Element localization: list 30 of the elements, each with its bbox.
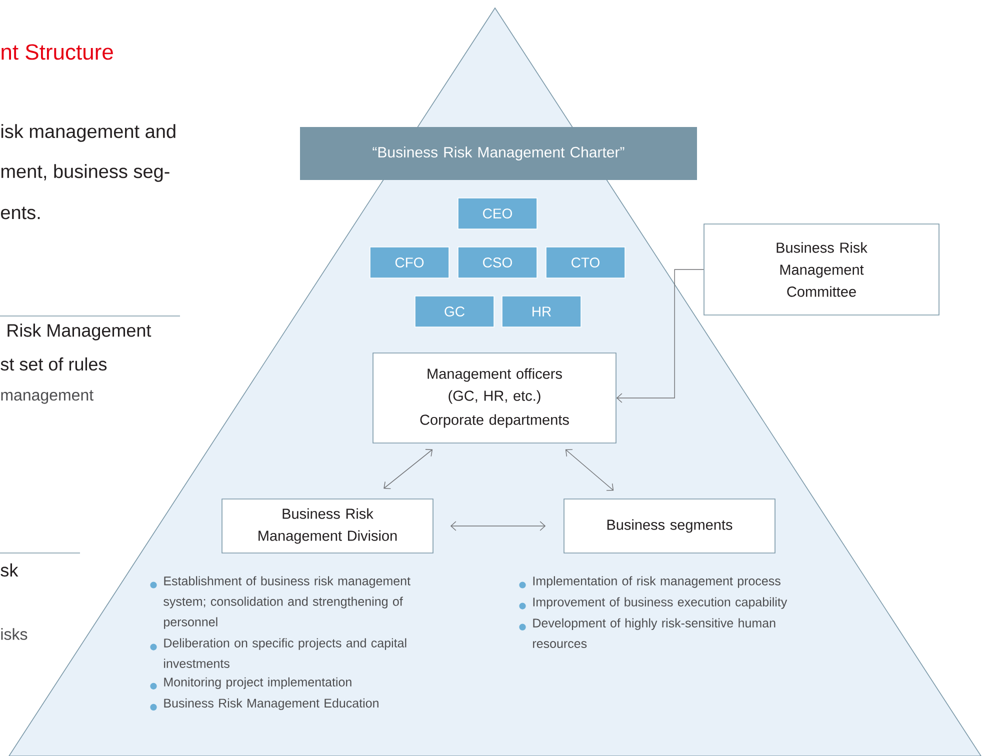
officer-box: CTO: [546, 246, 626, 278]
process-box: Management officers (GC, HR, etc.) Corporate departments: [372, 352, 616, 444]
officer-box: GC: [414, 296, 494, 328]
bullet-item: Monitoring project implementation: [150, 677, 352, 690]
arrow: [565, 449, 614, 491]
process-box: Business Risk Management Committee: [704, 224, 940, 316]
process-box: Business segments: [564, 498, 776, 554]
arrow: [450, 521, 546, 531]
body-text: isks: [1, 628, 28, 640]
body-text: ment, business seg-: [1, 164, 170, 182]
process-box: Business Risk Management Division: [222, 498, 434, 554]
body-text: management: [1, 390, 94, 404]
arrow: [384, 449, 433, 490]
officer-box: CEO: [458, 198, 538, 230]
bullet-item: Implementation of risk management process: [519, 576, 780, 588]
bullet-item: Improvement of business execution capability: [519, 597, 788, 610]
body-text: isk management and: [1, 124, 176, 142]
bullet-item: Business Risk Management Education: [150, 698, 378, 710]
heading-text: Risk Management: [8, 324, 152, 340]
bullet-item: Development of highly risk-sensitive human resources: [519, 618, 776, 648]
arrow: [616, 269, 704, 403]
officer-box: CFO: [370, 246, 450, 278]
body-text: ents.: [1, 206, 40, 220]
bullet-item: Deliberation on specific projects and capital investments: [150, 638, 406, 668]
heading-text: nt Structure: [2, 44, 113, 60]
bullet-item: Establishment of business risk management system; consolidation and strengthening of personnel: [150, 576, 410, 629]
heading-text: sk: [0, 563, 18, 577]
officer-box: CSO: [458, 246, 538, 278]
officer-box: HR: [502, 296, 582, 328]
heading-text: st set of rules: [0, 357, 107, 371]
